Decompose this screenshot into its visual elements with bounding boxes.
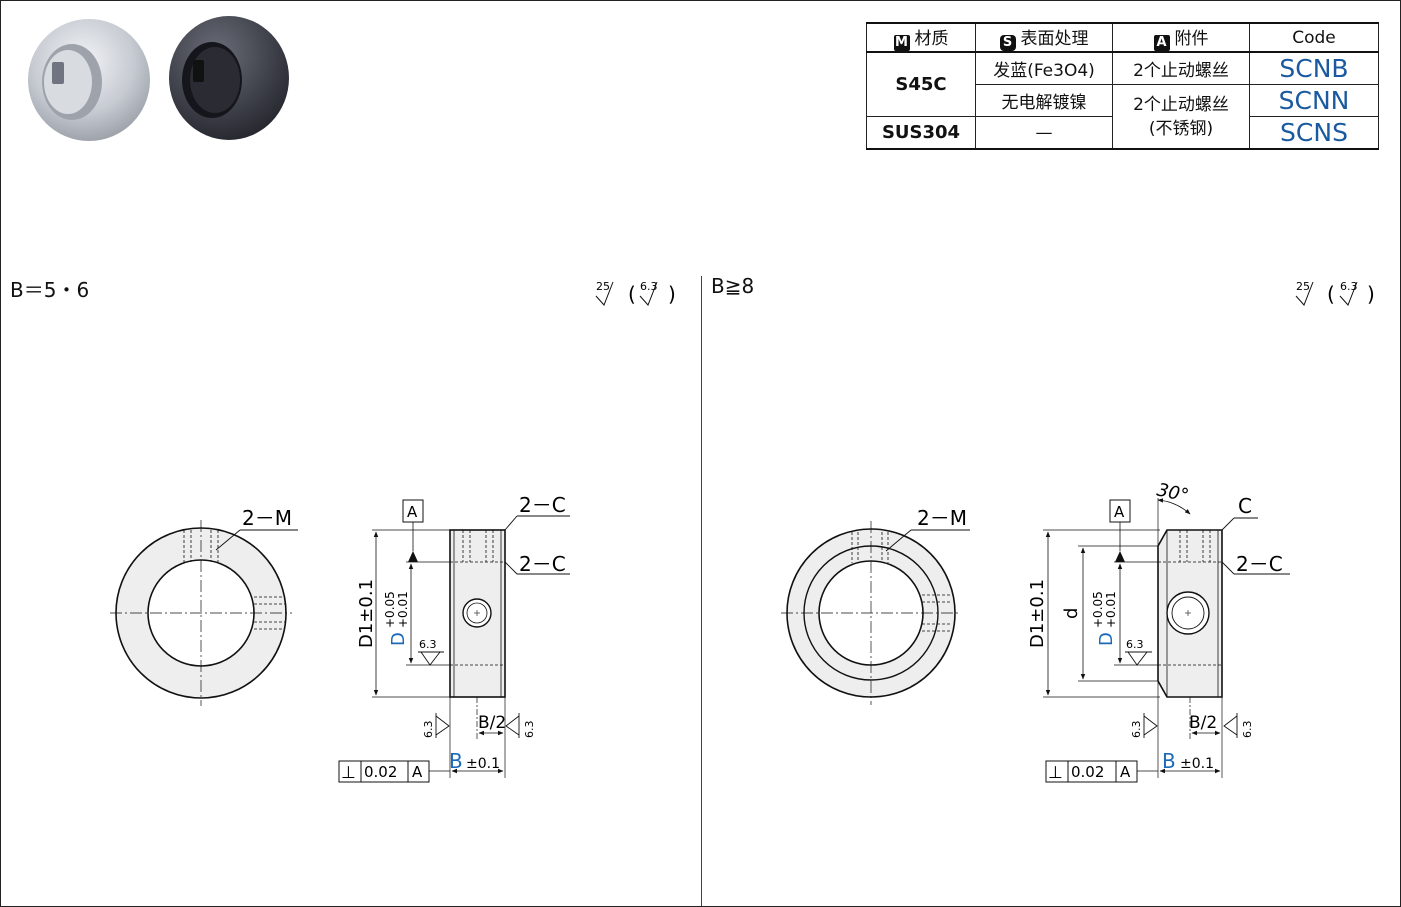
right-label-C: C [1238,494,1252,518]
right-section-title: B≧8 [711,274,755,298]
svg-text:6.3: 6.3 [1340,280,1358,293]
code-scnn: SCNN [1249,84,1379,117]
code-scns: SCNS [1249,116,1379,150]
left-dim-B-tol: ±0.1 [466,756,500,772]
right-dim-D1: D1±0.1 [1027,579,1048,648]
svg-text:(: ( [628,282,636,306]
right-tol-datum: A [1120,763,1131,781]
svg-text:(: ( [1327,282,1335,306]
left-dimensions: D1±0.1 D +0.05 +0.01 A 6.3 2－C 2－C B/2 B… [338,493,570,783]
left-roughness-mark: 25 ( 6.3 ) [595,280,676,306]
left-side-view [449,529,506,698]
treatment-nickel: 无电解镀镍 [975,84,1113,117]
right-front-view: 2－M [781,506,970,705]
svg-text:25: 25 [596,280,610,293]
left-roughness-face-right: 6.3 [523,721,536,739]
right-tol-symbol: ⊥ [1048,763,1063,783]
left-roughness-face-left: 6.3 [422,721,435,739]
accessory-badge-icon: A [1153,35,1170,51]
silver-collar-photo [28,19,150,141]
left-dim-D-upper: +0.05 [383,591,397,628]
right-dim-D-lower: +0.01 [1104,591,1118,628]
left-tol-value: 0.02 [364,763,397,781]
right-dim-D-upper: +0.05 [1091,591,1105,628]
right-roughness-bore: 6.3 [1126,638,1144,651]
svg-text:): ) [1367,282,1375,306]
svg-text:): ) [668,282,676,306]
right-label-2M: 2－M [917,506,967,530]
right-dim-B-tol: ±0.1 [1180,756,1214,772]
black-collar-photo [169,16,289,140]
surface-badge-icon: S [999,35,1016,51]
left-dim-D1: D1±0.1 [356,579,377,648]
left-tol-datum: A [412,763,423,781]
material-sus304: SUS304 [866,116,976,150]
left-dim-D-lower: +0.01 [396,591,410,628]
material-badge-icon: M [893,35,910,51]
header-code: Code [1249,22,1379,53]
left-datum-A: A [407,503,418,521]
svg-text:25: 25 [1296,280,1310,293]
right-roughness-face-right: 6.3 [1241,721,1254,739]
accessory-row2: 2个止动螺丝(不锈钢) [1112,84,1250,150]
material-s45c: S45C [866,51,976,117]
right-tol-value: 0.02 [1071,763,1104,781]
right-datum-A: A [1114,503,1125,521]
left-label-2C-side: 2－C [519,552,566,576]
left-label-2M: 2－M [242,506,292,530]
left-roughness-bore: 6.3 [419,638,437,651]
right-dim-D: D [1096,632,1117,646]
section-divider [701,276,702,906]
right-roughness-face-left: 6.3 [1130,721,1143,739]
right-side-view [1157,529,1223,698]
code-scnb: SCNB [1249,51,1379,85]
treatment-black-oxide: 发蓝(Fe3O4) [975,51,1113,85]
right-roughness-mark: 25 ( 6.3 ) [1295,280,1375,306]
left-dim-B-half: B/2 [478,713,506,733]
left-section-title: B＝5・6 [10,278,90,302]
product-photos [28,16,289,141]
right-dim-B: B [1162,749,1176,773]
left-dim-B: B [449,749,463,773]
right-angle: 30° [1155,480,1191,507]
right-dim-B-half: B/2 [1189,713,1217,733]
svg-text:6.3: 6.3 [640,280,658,293]
right-label-2C-side: 2－C [1236,552,1283,576]
left-label-2C-top: 2－C [519,493,566,517]
left-front-view: 2－M [110,506,298,706]
right-dimensions: D1±0.1 d D +0.05 +0.01 A 6.3 30° C 2－C [1027,480,1290,783]
treatment-none: — [975,116,1113,150]
right-dim-d: d [1061,608,1082,619]
left-tol-symbol: ⊥ [341,763,356,783]
left-dim-D: D [388,632,409,646]
